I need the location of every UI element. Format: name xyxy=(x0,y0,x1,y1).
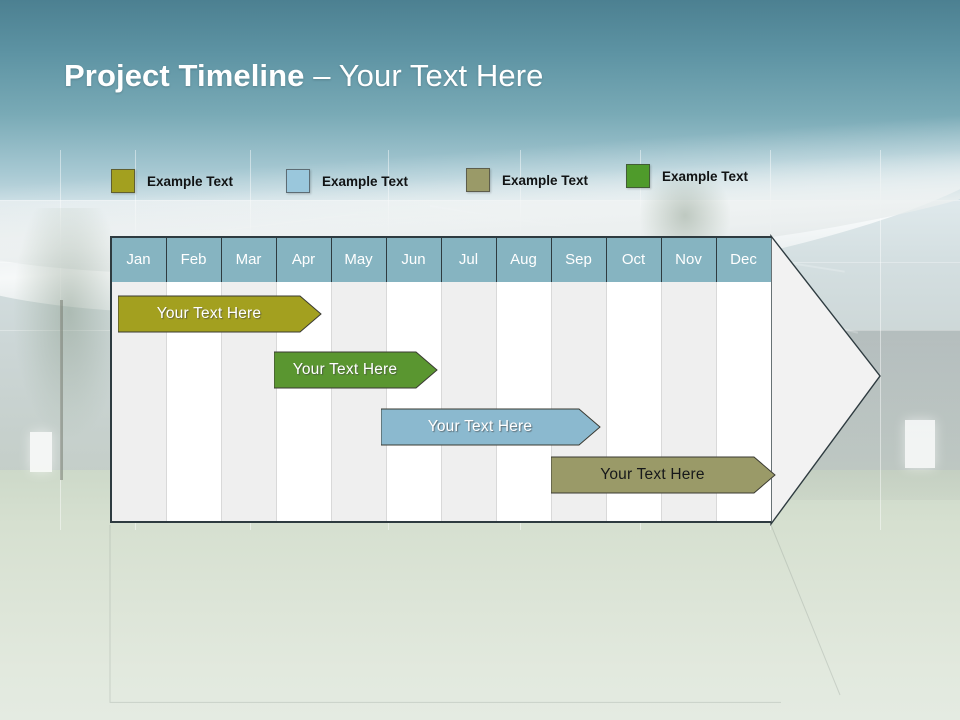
background-floor xyxy=(0,470,960,720)
timeline-bar-label-4: Your Text Here xyxy=(600,466,705,483)
timeline-bar-label-1: Your Text Here xyxy=(156,305,262,322)
background-tree-trunk xyxy=(60,300,63,480)
page-title-light: Your Text Here xyxy=(338,58,544,93)
background-light-panel xyxy=(905,420,935,468)
timeline-bar-3[interactable]: Your Text Here xyxy=(381,408,601,446)
timeline-bar-1[interactable]: Your Text Here xyxy=(118,295,322,333)
legend-label-3: Example Text xyxy=(502,172,589,188)
legend-item-3[interactable]: Example Text xyxy=(466,168,588,192)
background-tree xyxy=(640,175,730,265)
legend-label-1: Example Text xyxy=(147,173,234,189)
legend-swatch-1 xyxy=(111,169,135,193)
timeline-bar-2[interactable]: Your Text Here xyxy=(274,351,438,389)
page-title-strong: Project Timeline xyxy=(64,58,305,93)
legend-swatch-4 xyxy=(626,164,650,188)
timeline-bar-shape xyxy=(274,351,438,389)
timeline-bar-shape xyxy=(118,295,322,333)
legend-swatch-2 xyxy=(286,169,310,193)
legend-label-4: Example Text xyxy=(662,168,749,184)
legend-item-4[interactable]: Example Text xyxy=(626,164,748,188)
legend-label-2: Example Text xyxy=(322,173,409,189)
background-light-panel xyxy=(30,432,52,472)
legend-swatch-3 xyxy=(466,168,490,192)
timeline-bar-shape xyxy=(381,408,601,446)
timeline-bar-label-2: Your Text Here xyxy=(292,361,398,378)
page-title-separator: – xyxy=(304,58,339,93)
timeline-bar-label-3: Your Text Here xyxy=(427,418,533,435)
legend-item-1[interactable]: Example Text xyxy=(111,169,233,193)
page-title: Project Timeline – Your Text Here xyxy=(64,58,543,94)
timeline-bar-shape xyxy=(551,456,776,494)
timeline-bar-4[interactable]: Your Text Here xyxy=(551,456,776,494)
background-tree xyxy=(14,208,124,438)
legend-item-2[interactable]: Example Text xyxy=(286,169,408,193)
